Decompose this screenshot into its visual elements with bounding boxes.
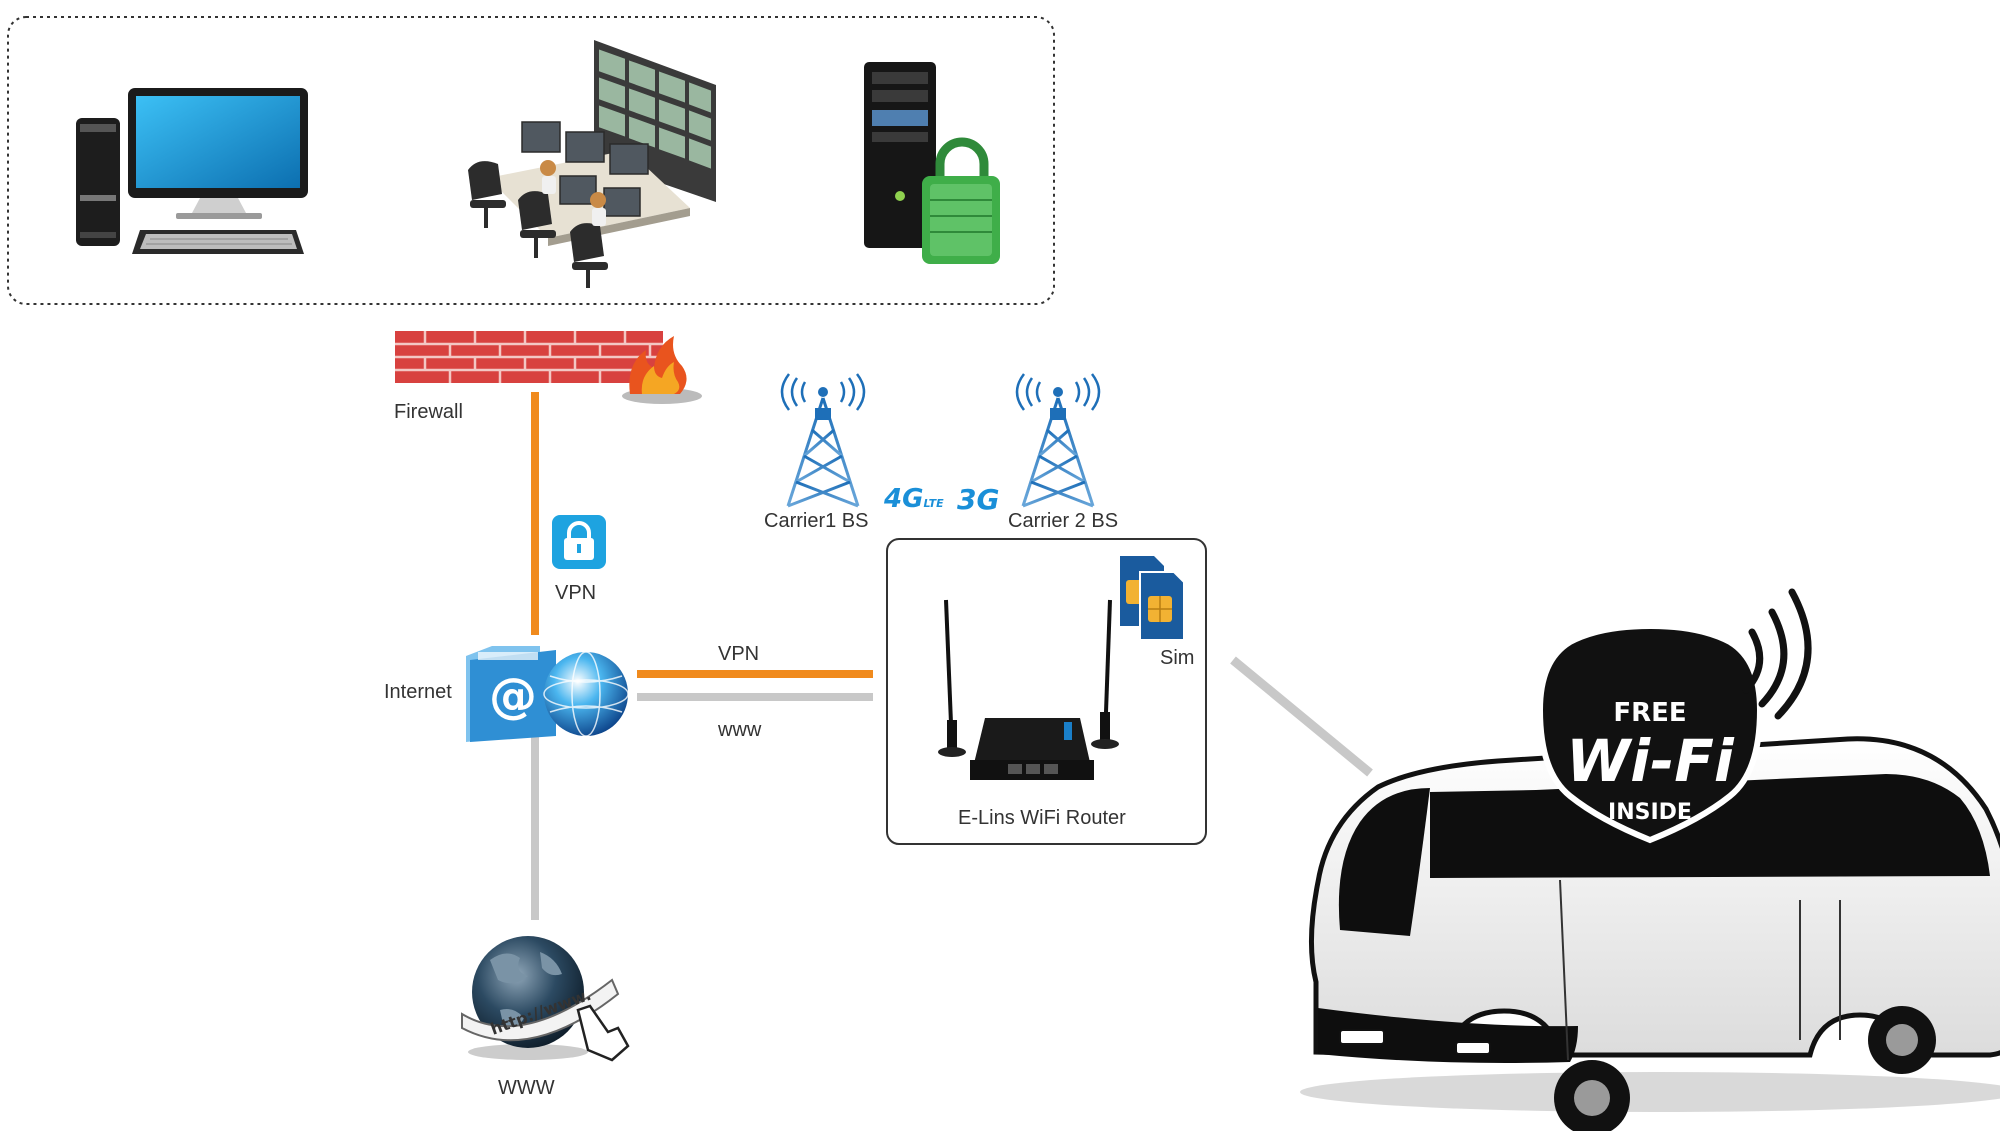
www-link-label: www: [718, 719, 762, 741]
internet-email-globe-icon: @: [466, 646, 629, 742]
carrier1-label: Carrier1 BS: [764, 510, 869, 532]
tech-lte-text: LTE: [923, 497, 944, 510]
connection-lines: [531, 392, 1373, 920]
carrier2-label: Carrier 2 BS: [1008, 510, 1119, 532]
sim-label: Sim: [1160, 647, 1195, 669]
headquarters-box: [7, 16, 1055, 305]
free-wifi-badge-icon: [1536, 588, 1812, 844]
tech-4g-label: 4GLTE: [884, 486, 944, 512]
tech-3g-label: 3G: [957, 483, 1000, 516]
tech-4g-text: 4G: [884, 484, 924, 514]
wifi-inside-text: INSIDE: [1608, 800, 1692, 825]
bus-icon: [1300, 736, 2000, 1131]
wifi-free-text: FREE: [1613, 698, 1687, 728]
internet-label: Internet: [384, 681, 452, 703]
wireless-link-router-bus: [1230, 656, 1373, 777]
cell-tower-icon: [1015, 373, 1101, 508]
www-globe-icon: http://www.: [461, 936, 630, 1062]
vpn-link-label: VPN: [718, 643, 760, 665]
sim-card-icon: [1120, 556, 1185, 641]
secure-server-icon: [864, 62, 1000, 264]
firewall-icon: [395, 331, 702, 404]
monitoring-center-icon: [468, 40, 716, 288]
vpn-lock-label: VPN: [555, 582, 597, 604]
svg-text:@: @: [489, 668, 537, 724]
wifi-router-icon: [938, 599, 1119, 780]
lock-icon: [552, 515, 606, 569]
www-globe-label: WWW: [498, 1077, 555, 1099]
cell-tower-icon: [780, 373, 866, 508]
desktop-computer-icon: [76, 88, 308, 254]
firewall-label: Firewall: [394, 401, 463, 423]
wifi-main-text: Wi-Fi: [1566, 727, 1734, 795]
router-label: E-Lins WiFi Router: [958, 807, 1126, 829]
